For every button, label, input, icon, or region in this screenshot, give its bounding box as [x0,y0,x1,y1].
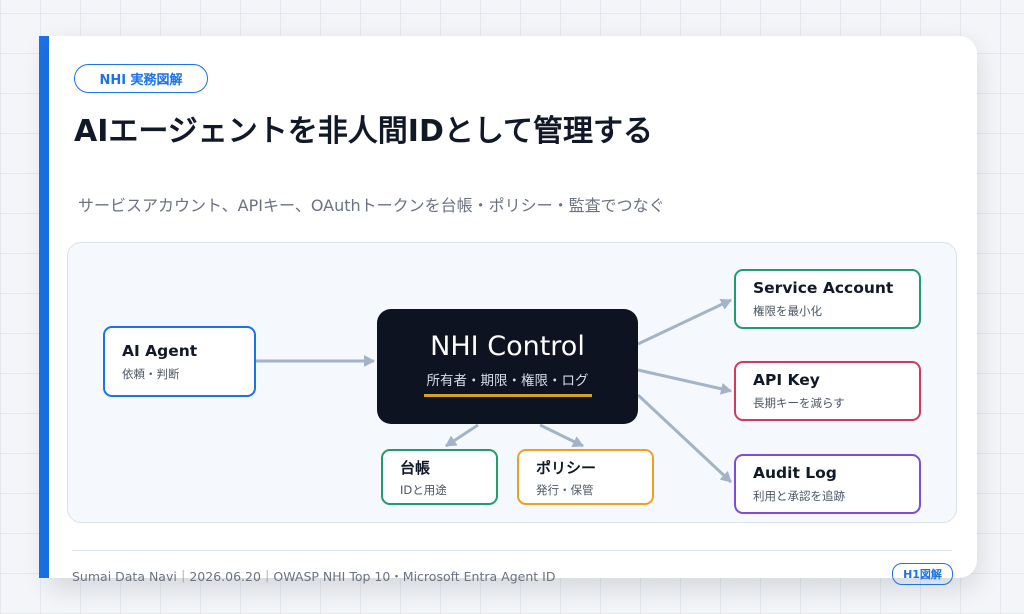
accent-bar [39,36,49,578]
node-ai-agent: AI Agent 依頼・判断 [103,326,256,397]
category-tag: NHI 実務図解 [74,64,208,93]
node-api-key: API Key 長期キーを減らす [734,361,921,421]
node-audit-log: Audit Log 利用と承認を追跡 [734,454,921,514]
page-subtitle: サービスアカウント、APIキー、OAuthトークンを台帳・ポリシー・監査でつなぐ [78,196,665,215]
figure-badge: H1図解 [892,563,953,585]
footer-credits: Sumai Data Navi｜2026.06.20｜OWASP NHI Top… [72,569,556,584]
node-ai-agent-subtitle: 依頼・判断 [122,366,180,381]
node-ai-agent-title: AI Agent [122,341,198,360]
node-api-key-title: API Key [753,371,820,389]
node-audit-log-subtitle: 利用と承認を追跡 [753,489,845,503]
node-ledger-title: 台帳 [400,458,431,477]
footer-divider [72,550,952,551]
node-ledger: 台帳 IDと用途 [381,449,498,505]
node-policy: ポリシー 発行・保管 [517,449,654,505]
node-nhi-control-subtitle: 所有者・期限・権限・ログ [426,372,589,389]
node-service-account-subtitle: 権限を最小化 [753,304,822,318]
node-policy-subtitle: 発行・保管 [536,482,594,497]
node-ledger-subtitle: IDと用途 [400,482,447,497]
node-policy-title: ポリシー [536,458,597,477]
node-service-account-title: Service Account [753,279,894,297]
node-nhi-control-title: NHI Control [430,330,585,362]
node-audit-log-title: Audit Log [753,464,837,482]
node-service-account: Service Account 権限を最小化 [734,269,921,329]
page-title: AIエージェントを非人間IDとして管理する [74,114,653,149]
control-underline [423,393,592,397]
node-nhi-control: NHI Control 所有者・期限・権限・ログ [377,309,638,424]
node-api-key-subtitle: 長期キーを減らす [753,396,845,410]
